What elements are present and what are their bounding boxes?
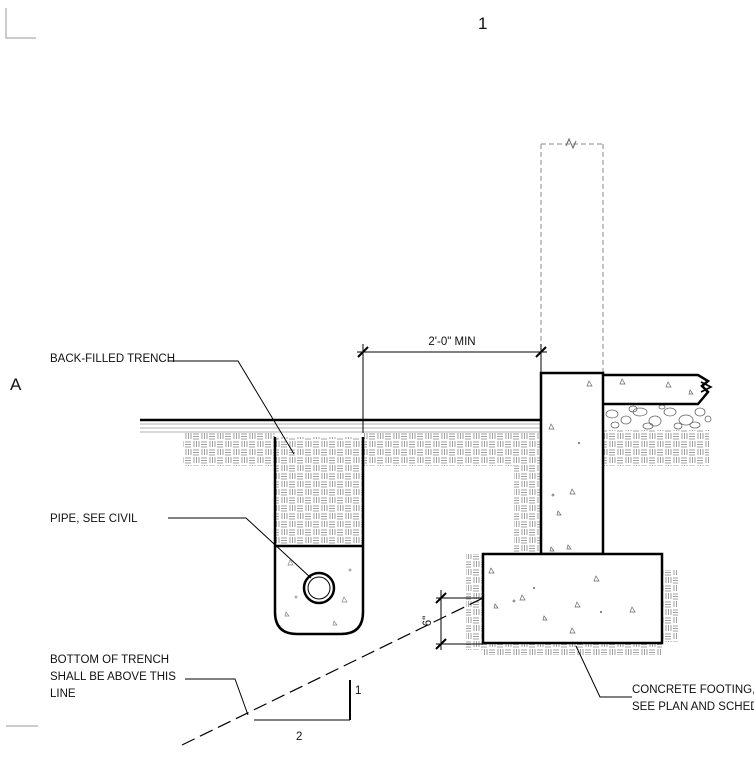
footing-label-line-1: CONCRETE FOOTING, xyxy=(632,684,754,696)
backfilled-trench-label: BACK-FILLED TRENCH xyxy=(50,353,175,365)
slab-on-grade xyxy=(603,373,711,406)
trench-backfill xyxy=(275,437,363,546)
grid-column-label: 1 xyxy=(478,14,487,33)
slope-rise-label: 1 xyxy=(355,685,361,697)
break-symbol-icon xyxy=(565,137,577,150)
offset-dimension-text: 6" xyxy=(422,616,434,626)
gravel-base xyxy=(605,404,712,430)
leader-lines xyxy=(168,360,632,716)
ground-surface xyxy=(140,418,541,433)
footing-aggregate xyxy=(488,567,636,634)
foundation-wall xyxy=(539,371,605,556)
pipe-label: PIPE, SEE CIVIL xyxy=(50,513,138,525)
column-above-dashed xyxy=(540,143,604,372)
trench-bottom-slope-line xyxy=(181,597,484,746)
slope-run-label: 2 xyxy=(296,731,302,743)
clearance-dimension xyxy=(357,344,547,433)
wall-aggregate xyxy=(548,380,593,552)
slope-triangle xyxy=(254,680,351,721)
earth-hatch xyxy=(183,430,709,655)
pipe xyxy=(302,571,336,605)
trench-bottom-label-line-3: LINE xyxy=(50,688,76,700)
concrete-footing xyxy=(481,552,664,645)
sheet-corner-marks xyxy=(5,8,38,727)
trench-bottom-label-line-1: BOTTOM OF TRENCH xyxy=(50,654,169,666)
offset-dimension xyxy=(435,590,483,650)
trench-bottom-label-line-2: SHALL BE ABOVE THIS xyxy=(50,671,176,683)
clearance-dimension-text: 2'-0" MIN xyxy=(428,336,475,348)
grid-row-label: A xyxy=(10,375,22,394)
slab-break-icon xyxy=(700,381,713,393)
footing-label-line-2: SEE PLAN AND SCHED xyxy=(632,701,754,713)
